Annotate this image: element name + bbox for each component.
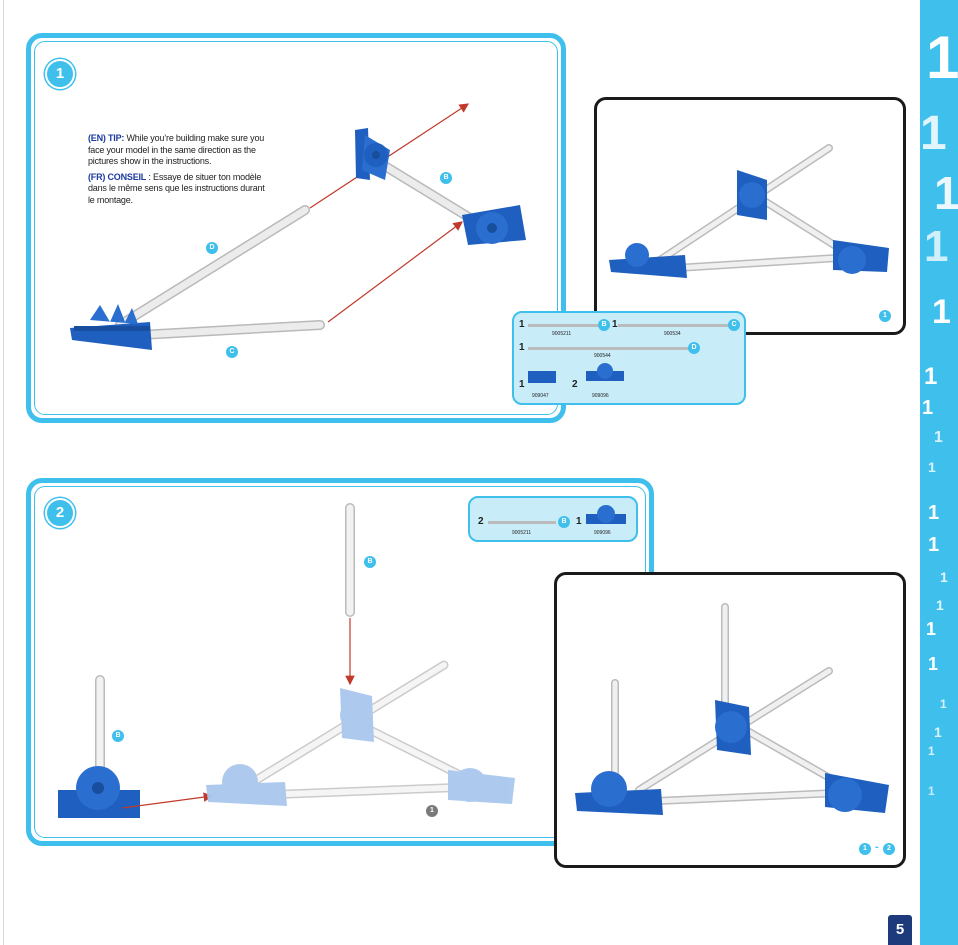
part-qty: 1 <box>576 516 582 527</box>
strip-glyph: 1 <box>928 534 940 556</box>
strip-glyph: 1 <box>928 502 940 524</box>
strip-glyph: 1 <box>928 459 936 475</box>
previous-step-callout: 1 <box>426 805 438 817</box>
assembly-arrow <box>121 792 214 809</box>
part-letter-c: C <box>728 319 740 331</box>
build-tip: (EN) TIP: While you’re building make sur… <box>88 133 273 210</box>
step-2-number: 2 <box>45 498 75 528</box>
part-code: 909096 <box>594 530 611 536</box>
strip-glyph: 1 <box>928 784 935 798</box>
result-range-from: 1 <box>859 843 871 855</box>
part-code: 909047 <box>532 393 549 399</box>
strip-glyph: 1 <box>934 167 958 219</box>
strip-glyph: 1 <box>926 24 958 91</box>
result-range-sep: - <box>875 841 879 853</box>
strip-glyph: 1 <box>932 293 951 331</box>
connector-top <box>355 128 390 180</box>
strip-glyph: 1 <box>940 569 948 585</box>
part-qty: 1 <box>519 379 525 390</box>
part-letter-d: D <box>688 342 700 354</box>
step-2-result: 1 - 2 <box>554 572 906 868</box>
step-1-parts-art <box>528 324 730 383</box>
part-callout-b: B <box>440 172 452 184</box>
part-qty: 1 <box>519 319 525 330</box>
rod-d <box>115 205 310 330</box>
strip-glyph: 1 <box>920 107 947 160</box>
result-range-to: 2 <box>883 843 895 855</box>
step-2-parts-list: 2 9005211 B 1 909096 <box>468 496 638 542</box>
part-letter-b: B <box>598 319 610 331</box>
step-1-parts-list: 1 9005211 B 1 900534 C 1 900544 D 1 9090… <box>512 311 746 405</box>
step-2-result-model <box>575 603 889 815</box>
strip-glyph: 1 <box>928 744 935 758</box>
step-1-number: 1 <box>45 59 75 89</box>
strip-glyph: 1 <box>924 222 949 271</box>
rod-b <box>370 155 475 223</box>
assembly-arrow <box>327 221 463 323</box>
part-callout-d: D <box>206 242 218 254</box>
part-code: 9005211 <box>552 331 572 337</box>
connector-left <box>70 304 152 350</box>
side-strip: 1 1 1 1 1 1 1 1 1 1 1 1 1 1 1 1 1 1 1 <box>920 0 958 945</box>
strip-glyph: 1 <box>934 429 943 446</box>
strip-glyph: 1 <box>934 724 942 740</box>
strip-glyph: 1 <box>926 619 937 639</box>
tip-en-text: While you’re building make sure you face… <box>88 133 265 166</box>
part-qty: 1 <box>519 342 525 353</box>
strip-glyph: 1 <box>928 654 939 674</box>
page-number: 5 <box>888 915 912 945</box>
tip-fr-label: (FR) CONSEIL <box>88 171 147 182</box>
part-code: 909096 <box>592 393 609 399</box>
tip-en: (EN) TIP: While you’re building make sur… <box>88 133 273 168</box>
part-callout-c: C <box>226 346 238 358</box>
part-qty: 2 <box>572 379 578 390</box>
strip-glyph: 1 <box>922 397 934 419</box>
step-1-result-model <box>609 144 889 278</box>
part-code: 900534 <box>664 331 681 337</box>
tip-fr: (FR) CONSEIL : Essaye de situer ton modè… <box>88 172 273 207</box>
connector-new <box>58 766 140 818</box>
tip-fr-text: : Essaye de situer ton modèle dans le mê… <box>88 171 265 205</box>
part-letter-b: B <box>558 516 570 528</box>
part-qty: 1 <box>612 319 618 330</box>
step-2-parts-art <box>488 505 626 524</box>
part-code: 900544 <box>594 353 611 359</box>
result-step-callout: 1 <box>879 310 891 322</box>
step-1-result: 1 <box>594 97 906 335</box>
strip-glyph: 1 <box>936 597 944 613</box>
previous-model <box>206 660 515 806</box>
page-margin-rule <box>3 0 4 945</box>
connector-right <box>462 205 526 245</box>
part-callout-b: B <box>364 556 376 568</box>
rod-c <box>135 320 325 340</box>
strip-glyph: 1 <box>940 697 947 711</box>
part-callout-b: B <box>112 730 124 742</box>
tip-en-label: (EN) TIP: <box>88 133 125 143</box>
part-code: 9005211 <box>512 530 532 536</box>
part-qty: 2 <box>478 516 484 527</box>
strip-glyph: 1 <box>924 363 938 390</box>
